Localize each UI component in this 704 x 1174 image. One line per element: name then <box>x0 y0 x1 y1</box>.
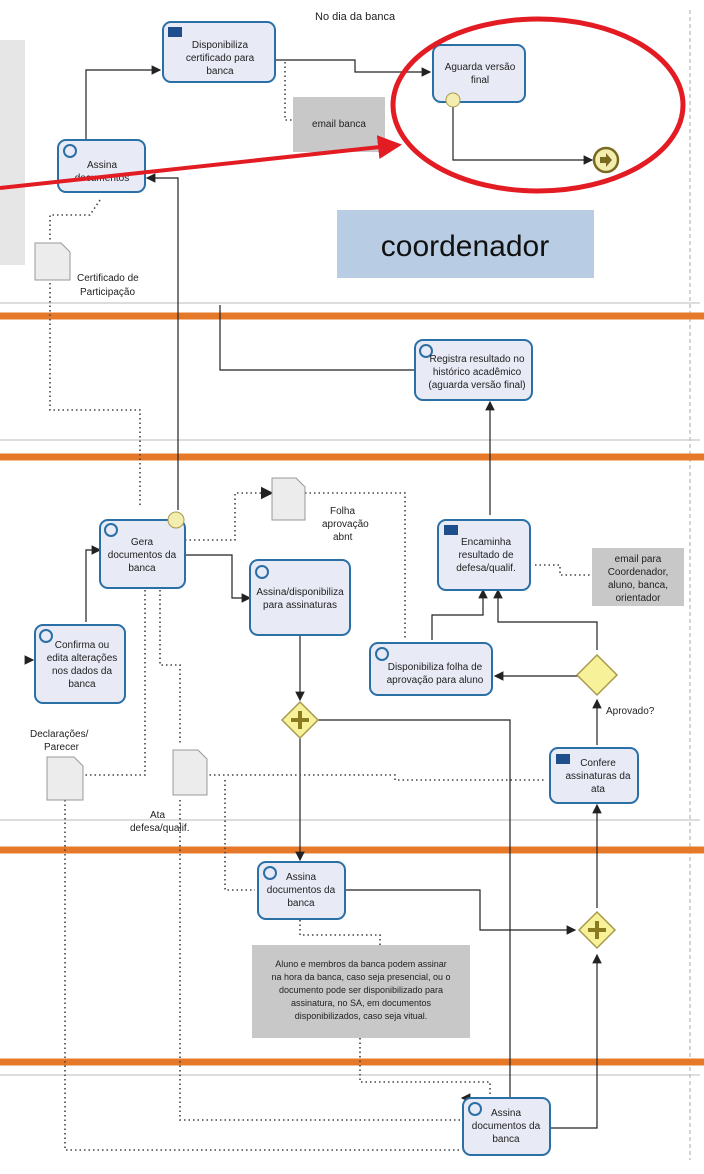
document-declaracoes: Declarações/ Parecer <box>30 729 89 801</box>
user-icon <box>419 344 433 358</box>
task-assina-documentos-top[interactable]: Assina documentos <box>57 139 146 193</box>
svg-text:documentos da: documentos da <box>108 550 177 561</box>
svg-text:Aluno e membros da banca podem: Aluno e membros da banca podem assinar <box>275 959 447 969</box>
highlight-circle <box>390 16 686 194</box>
lane-label: No dia da banca <box>315 11 396 23</box>
svg-text:Confirma ou: Confirma ou <box>55 640 109 651</box>
svg-text:assinatura, no SA, em document: assinatura, no SA, em documentos <box>291 998 432 1008</box>
svg-text:Certificado de: Certificado de <box>77 273 139 284</box>
svg-text:Coordenador,: Coordenador, <box>608 567 669 578</box>
parallel-gateway-top <box>280 700 320 740</box>
svg-text:aprovação: aprovação <box>322 519 369 530</box>
svg-text:banca: banca <box>287 898 315 909</box>
svg-text:nos dados da: nos dados da <box>52 666 112 677</box>
task-aguarda-versao-final[interactable]: Aguarda versão final <box>432 44 526 108</box>
svg-text:final: final <box>471 75 489 86</box>
user-icon <box>375 647 389 661</box>
svg-text:aluno, banca,: aluno, banca, <box>608 580 668 591</box>
envelope-icon <box>168 27 182 37</box>
svg-text:documentos da: documentos da <box>472 1121 541 1132</box>
timer-icon <box>445 92 461 108</box>
svg-text:defesa/qualif.: defesa/qualif. <box>130 823 190 834</box>
user-icon <box>39 629 53 643</box>
task-gera-documentos[interactable]: Gera documentos da banca <box>99 511 186 589</box>
svg-text:defesa/qualif.: defesa/qualif. <box>456 563 516 574</box>
svg-text:email para: email para <box>615 554 662 565</box>
red-arrow <box>0 135 402 190</box>
task-confirma-edita[interactable]: Confirma ou edita alterações nos dados d… <box>34 624 126 704</box>
document-folha-aprovacao: Folha aprovação abnt <box>271 477 369 543</box>
envelope-icon <box>444 525 458 535</box>
plus-icon <box>291 711 309 729</box>
task-assina-documentos-bottom[interactable]: Assina documentos da banca <box>462 1097 551 1156</box>
gear-icon <box>63 144 77 158</box>
svg-text:certificado para: certificado para <box>186 53 255 64</box>
svg-text:banca: banca <box>68 679 96 690</box>
svg-text:Ata: Ata <box>150 810 165 821</box>
signal-event-icon <box>167 511 185 529</box>
gear-icon <box>468 1102 482 1116</box>
svg-text:banca: banca <box>206 66 234 77</box>
exclusive-gateway-aprovado: Aprovado? <box>575 653 655 717</box>
svg-text:Disponibiliza folha de: Disponibiliza folha de <box>388 662 483 673</box>
envelope-icon <box>556 754 570 764</box>
svg-text:(aguarda versão final): (aguarda versão final) <box>428 380 525 391</box>
svg-text:edita alterações: edita alterações <box>47 653 118 664</box>
arrow-right-icon <box>600 153 612 167</box>
svg-text:Aguarda versão: Aguarda versão <box>445 62 516 73</box>
svg-text:disponibilizados, caso seja vi: disponibilizados, caso seja vitual. <box>295 1011 428 1021</box>
document-ata: Ata defesa/qualif. <box>130 749 208 834</box>
svg-text:histórico acadêmico: histórico acadêmico <box>433 367 522 378</box>
svg-text:aprovação para aluno: aprovação para aluno <box>387 675 484 686</box>
gear-icon <box>263 866 277 880</box>
svg-text:email banca: email banca <box>312 119 366 130</box>
svg-text:Declarações/: Declarações/ <box>30 729 89 740</box>
end-event <box>592 146 620 174</box>
task-encaminha-resultado[interactable]: Encaminha resultado de defesa/qualif. <box>437 519 531 591</box>
task-assina-documentos-mid[interactable]: Assina documentos da banca <box>257 861 346 920</box>
svg-text:Confere: Confere <box>580 758 616 769</box>
svg-text:documento pode ser disponibili: documento pode ser disponibilizado para <box>279 985 443 995</box>
svg-text:assinaturas da: assinaturas da <box>565 771 630 782</box>
svg-text:Folha: Folha <box>330 506 355 517</box>
svg-text:Gera: Gera <box>131 537 154 548</box>
gear-icon <box>255 565 269 579</box>
task-assina-disponibiliza[interactable]: Assina/disponibiliza para assinaturas <box>249 559 351 636</box>
svg-text:Assina: Assina <box>491 1108 521 1119</box>
plus-icon <box>588 921 606 939</box>
annotation-note: Aluno e membros da banca podem assinar n… <box>252 945 470 1038</box>
svg-text:ata: ata <box>591 784 605 795</box>
svg-text:Assina/disponibiliza: Assina/disponibiliza <box>256 587 344 598</box>
svg-text:banca: banca <box>492 1134 520 1145</box>
document-certificado: Certificado de Participação <box>34 242 139 298</box>
side-panel <box>0 40 25 265</box>
svg-text:Disponibiliza: Disponibiliza <box>192 40 249 51</box>
svg-text:orientador: orientador <box>615 593 661 604</box>
svg-text:Registra resultado no: Registra resultado no <box>429 354 524 365</box>
svg-text:Encaminha: Encaminha <box>461 537 511 548</box>
svg-text:Assina: Assina <box>286 872 316 883</box>
svg-text:na hora da banca, caso seja pr: na hora da banca, caso seja presencial, … <box>271 972 450 982</box>
parallel-gateway-bottom <box>577 910 617 950</box>
svg-text:coordenador: coordenador <box>381 230 549 263</box>
svg-text:Aprovado?: Aprovado? <box>606 706 655 717</box>
svg-text:resultado de: resultado de <box>458 550 513 561</box>
svg-text:para assinaturas: para assinaturas <box>263 600 337 611</box>
task-disponibiliza-certificado[interactable]: Disponibiliza certificado para banca <box>162 21 276 83</box>
svg-text:Participação: Participação <box>80 287 135 298</box>
annotation-email-banca: email banca <box>293 97 385 152</box>
task-disponibiliza-folha[interactable]: Disponibiliza folha de aprovação para al… <box>369 642 493 696</box>
task-registra-resultado[interactable]: Registra resultado no histórico acadêmic… <box>414 339 533 401</box>
svg-text:Assina: Assina <box>87 160 117 171</box>
gear-icon <box>104 523 118 537</box>
svg-text:abnt: abnt <box>333 532 353 543</box>
coordenador-callout: coordenador <box>337 210 594 278</box>
task-confere-assinaturas[interactable]: Confere assinaturas da ata <box>549 747 639 804</box>
svg-text:Parecer: Parecer <box>44 742 80 753</box>
svg-text:banca: banca <box>128 563 156 574</box>
svg-text:documentos da: documentos da <box>267 885 336 896</box>
annotation-email-para: email para Coordenador, aluno, banca, or… <box>592 548 684 606</box>
